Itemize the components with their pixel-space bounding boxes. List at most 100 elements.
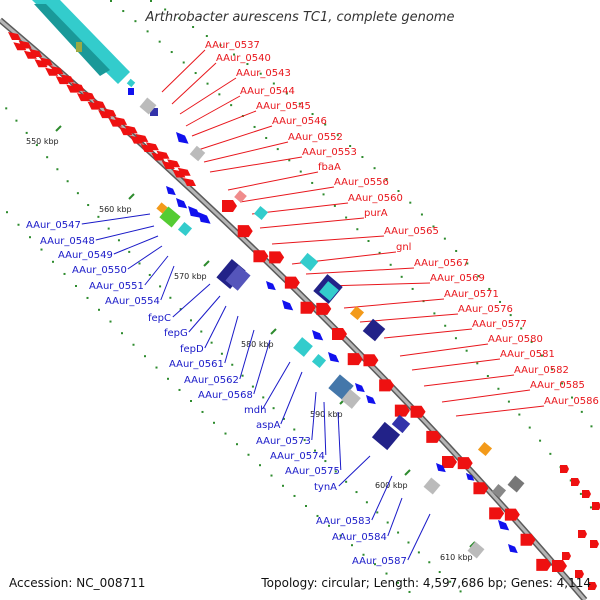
grid-dot xyxy=(349,145,352,148)
grid-dot xyxy=(311,113,314,116)
grid-dot xyxy=(144,355,146,358)
leader-line xyxy=(343,298,445,309)
reverse-gene-label: AAur_0551 xyxy=(89,281,144,292)
grid-dot xyxy=(158,40,161,43)
grid-dot xyxy=(117,239,120,242)
green-feature xyxy=(159,206,181,228)
grid-dot xyxy=(580,410,583,413)
forward-gene-arrow xyxy=(457,457,473,470)
leader-line xyxy=(423,374,515,387)
grid-dot xyxy=(132,343,135,346)
grid-dot xyxy=(333,204,336,207)
grid-dot xyxy=(374,563,376,566)
grid-dot xyxy=(298,102,301,105)
grid-dot xyxy=(569,479,572,482)
grid-dot xyxy=(455,249,458,252)
reverse-gene-label: AAur_0561 xyxy=(169,359,224,370)
grey-feature xyxy=(139,97,157,115)
forward-gene-arrow xyxy=(473,482,489,495)
kbp-tick xyxy=(270,328,277,335)
grid-dot xyxy=(549,452,552,455)
orange-feature xyxy=(349,305,365,321)
forward-gene-arrow xyxy=(363,354,379,367)
leader-line xyxy=(280,371,303,425)
leader-line xyxy=(383,328,473,339)
grid-dot xyxy=(476,362,479,365)
grid-dot xyxy=(201,410,204,413)
leader-line xyxy=(311,391,317,441)
forward-gene-label: AAur_0586 xyxy=(544,396,599,407)
forward-gene-arrow xyxy=(560,465,569,473)
reverse-gene-label: fepC xyxy=(148,313,171,324)
grid-dot xyxy=(314,449,317,452)
reverse-gene-label: AAur_0587 xyxy=(352,556,407,567)
grid-dot xyxy=(276,148,279,151)
forward-gene-arrow xyxy=(504,508,520,521)
reverse-gene-arrow xyxy=(188,206,201,218)
forward-gene-label: AAur_0569 xyxy=(430,273,485,284)
grid-dot xyxy=(397,531,400,534)
leader-line xyxy=(337,411,342,471)
forward-gene-label: AAur_0552 xyxy=(288,132,343,143)
grid-dot xyxy=(220,352,223,355)
grid-dot xyxy=(507,400,510,403)
reverse-gene-arrow xyxy=(466,473,475,481)
reverse-gene-arrow xyxy=(498,520,510,531)
forward-gene-arrow xyxy=(253,250,269,263)
grid-dot xyxy=(35,144,38,147)
forward-gene-arrow xyxy=(588,582,597,590)
forward-gene-arrow xyxy=(379,379,395,392)
cyan-feature xyxy=(293,337,313,357)
grid-dot xyxy=(272,82,275,85)
grid-dot xyxy=(5,107,8,110)
leader-line xyxy=(262,361,291,410)
grid-dot xyxy=(121,332,123,335)
leader-line xyxy=(188,295,221,333)
leader-line xyxy=(224,315,239,364)
forward-gene-arrow xyxy=(578,530,587,538)
grid-dot xyxy=(167,377,169,380)
leader-line xyxy=(127,245,163,270)
grid-dot xyxy=(465,349,468,352)
grid-dot xyxy=(397,581,399,584)
kbp-tick xyxy=(404,469,411,476)
grid-dot xyxy=(324,123,327,126)
grid-dot xyxy=(311,181,314,184)
leader-line xyxy=(204,305,227,349)
grid-dot xyxy=(231,363,234,366)
leader-line xyxy=(259,217,365,229)
grid-dot xyxy=(466,262,469,265)
reverse-gene-arrow xyxy=(328,352,340,363)
leader-line xyxy=(227,171,319,191)
leader-line xyxy=(144,255,169,286)
leader-line xyxy=(338,455,371,487)
grid-dot xyxy=(411,287,414,290)
grid-dot xyxy=(6,211,8,214)
grid-dot xyxy=(433,312,436,315)
grid-dot xyxy=(178,17,181,20)
cyan-block-stripe xyxy=(34,4,110,76)
grid-dot xyxy=(385,178,388,181)
forward-gene-arrow xyxy=(552,560,567,572)
grid-dot xyxy=(459,590,462,593)
grid-dot xyxy=(486,375,489,377)
grid-dot xyxy=(397,190,400,192)
cyan-feature xyxy=(311,353,327,369)
grid-dot xyxy=(432,225,435,228)
leader-line xyxy=(191,110,257,137)
grid-dot xyxy=(540,354,543,357)
grid-dot xyxy=(428,561,431,564)
cyan-feature xyxy=(299,252,319,272)
grid-dot xyxy=(66,180,69,183)
cyan-feature xyxy=(126,78,136,88)
grid-dot xyxy=(376,511,379,514)
leader-line xyxy=(371,475,393,521)
grid-dot xyxy=(378,251,381,254)
grid-dot xyxy=(265,136,268,139)
grid-dot xyxy=(241,374,244,377)
grid-dot xyxy=(293,428,296,431)
reverse-gene-label: AAur_0568 xyxy=(198,390,253,401)
forward-gene-label: AAur_0567 xyxy=(414,258,469,269)
reverse-gene-arrow xyxy=(508,544,518,554)
leader-line xyxy=(407,513,431,561)
